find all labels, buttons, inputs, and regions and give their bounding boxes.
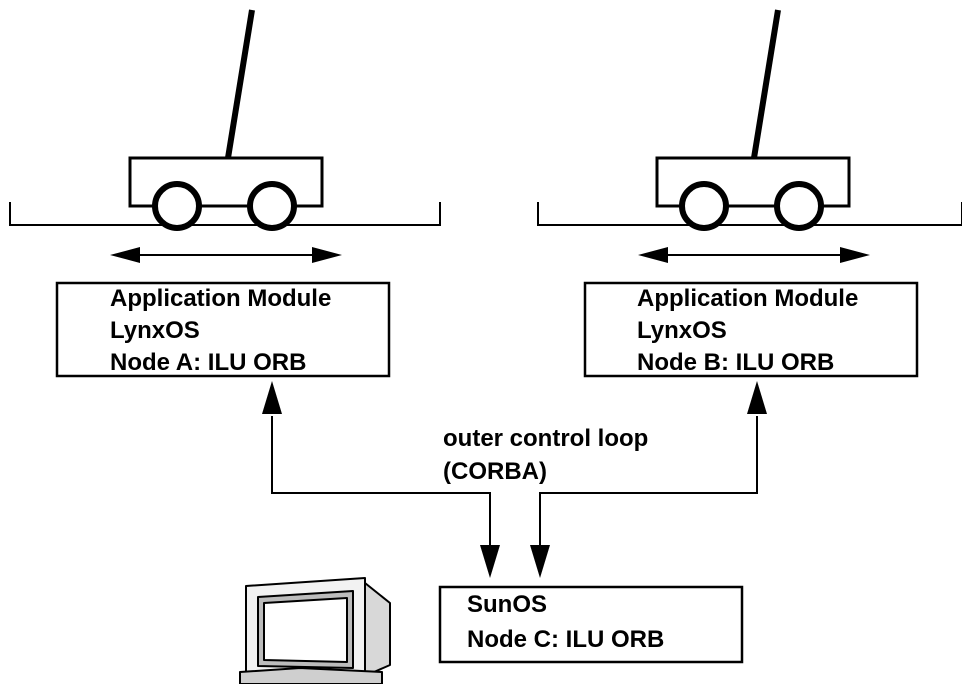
node-c-orb-label: Node C: ILU ORB (467, 626, 664, 653)
arrowhead-down-c-right-icon (530, 545, 550, 578)
link-label-line1: outer control loop (443, 425, 648, 452)
cart-pendulum-b-icon (537, 9, 962, 263)
node-b-os-label: LynxOS (637, 317, 727, 344)
arrowhead-up-a-icon (262, 381, 282, 414)
motion-arrow-b-icon (638, 247, 870, 263)
corba-link-a (262, 381, 500, 578)
node-b-box: Application Module LynxOS Node B: ILU OR… (583, 281, 919, 378)
node-a-os-label: LynxOS (110, 317, 200, 344)
node-c-box: SunOS Node C: ILU ORB (438, 585, 744, 664)
node-c-os-label: SunOS (467, 591, 547, 618)
node-b-module-label: Application Module (637, 285, 858, 312)
cart-pendulum-a-icon (9, 9, 441, 263)
node-a-module-label: Application Module (110, 285, 331, 312)
arrowhead-down-c-left-icon (480, 545, 500, 578)
node-a-orb-label: Node A: ILU ORB (110, 349, 306, 376)
link-label-line2: (CORBA) (443, 458, 547, 485)
node-b-orb-label: Node B: ILU ORB (637, 349, 834, 376)
workstation-icon (239, 577, 391, 684)
corba-link-b (530, 381, 767, 578)
arrowhead-up-b-icon (747, 381, 767, 414)
node-a-box: Application Module LynxOS Node A: ILU OR… (55, 281, 391, 378)
motion-arrow-a-icon (110, 247, 342, 263)
